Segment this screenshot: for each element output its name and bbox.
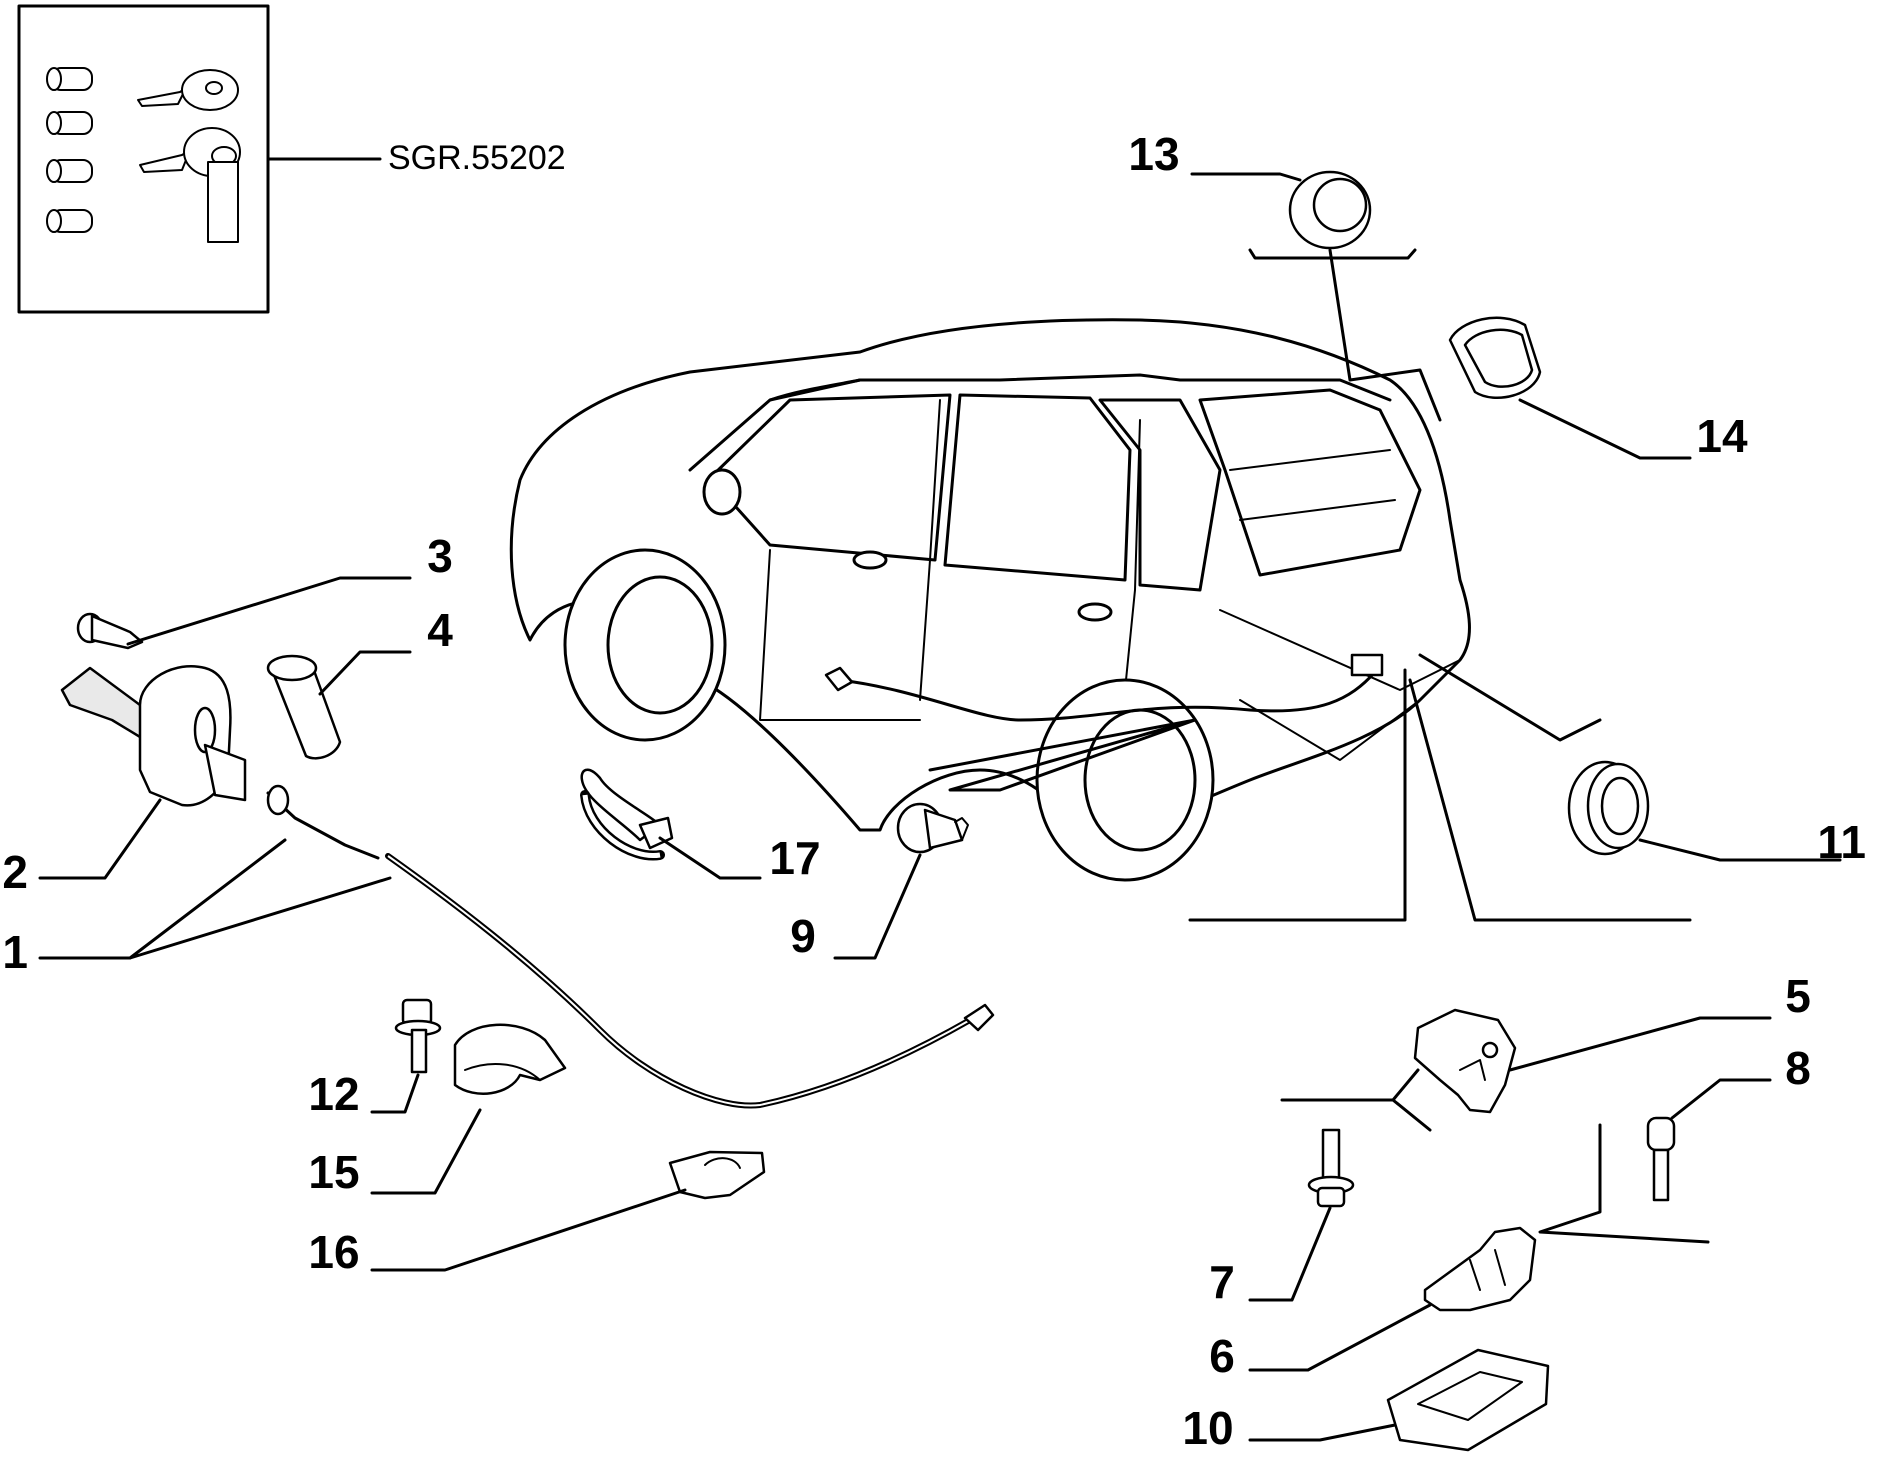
callout-1: 1 bbox=[2, 926, 28, 978]
cable-clip-icon bbox=[453, 1023, 567, 1095]
fuel-flap-lock-housing-icon bbox=[60, 665, 247, 807]
striker-icon bbox=[1423, 1226, 1537, 1312]
flange-bolt-icon bbox=[394, 998, 442, 1074]
push-fastener-icon bbox=[896, 802, 969, 854]
callout-9: 9 bbox=[790, 910, 816, 962]
round-plug-icon bbox=[1288, 170, 1372, 250]
callout-6: 6 bbox=[1209, 1330, 1235, 1382]
tailgate-latch-icon bbox=[1413, 1008, 1517, 1114]
kit-code-label: SGR.55202 bbox=[388, 139, 566, 177]
hatchback-car-icon bbox=[509, 248, 1692, 922]
oval-plug-icon bbox=[1448, 316, 1542, 400]
callout-16: 16 bbox=[308, 1226, 359, 1278]
callout-14: 14 bbox=[1696, 410, 1748, 462]
callout-4: 4 bbox=[427, 604, 453, 656]
hose-clamp-icon bbox=[580, 768, 674, 861]
callout-2: 2 bbox=[2, 846, 28, 898]
grommet-icon bbox=[1567, 760, 1650, 856]
lock-cylinder-key-set-icon bbox=[46, 67, 241, 243]
callout-17: 17 bbox=[769, 832, 820, 884]
release-cable-icon bbox=[266, 784, 995, 1109]
callout-10: 10 bbox=[1182, 1402, 1233, 1454]
screw-icon bbox=[76, 612, 144, 650]
callout-13: 13 bbox=[1128, 128, 1179, 180]
cable-clamp-icon bbox=[668, 1150, 766, 1200]
callout-3: 3 bbox=[427, 530, 453, 582]
callout-11: 11 bbox=[1817, 816, 1866, 868]
cover-tray-icon bbox=[1386, 1348, 1550, 1452]
socket-screw-icon bbox=[1646, 1116, 1676, 1202]
callout-15: 15 bbox=[308, 1146, 359, 1198]
callout-5: 5 bbox=[1785, 970, 1811, 1022]
callout-12: 12 bbox=[308, 1068, 359, 1120]
plug-sleeve-icon bbox=[266, 654, 342, 760]
bolt-icon bbox=[1307, 1128, 1355, 1208]
kit-panel: SGR.55202 bbox=[17, 4, 566, 314]
callout-7: 7 bbox=[1209, 1256, 1235, 1308]
callout-labels: 1 2 3 4 5 6 7 8 9 10 11 12 13 14 15 16 1… bbox=[2, 128, 1866, 1454]
callout-8: 8 bbox=[1785, 1042, 1811, 1094]
